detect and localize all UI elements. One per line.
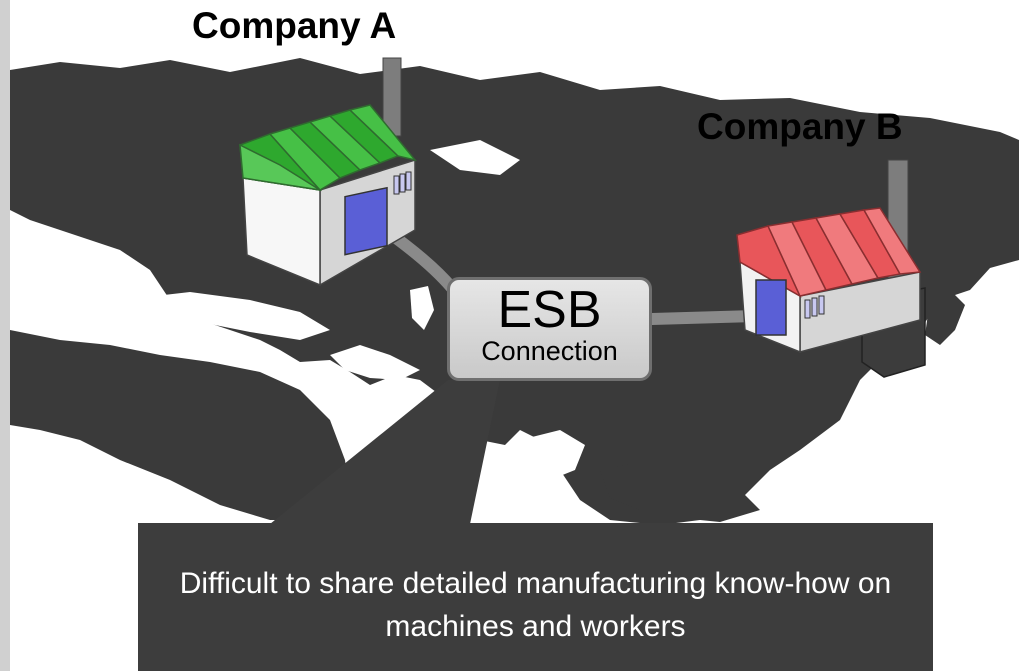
company-b-label: Company B [697, 106, 903, 147]
factory-b-roof [736, 207, 922, 298]
factory-company-a [239, 57, 417, 287]
factory-a-roof [239, 104, 417, 192]
bay-of-bengal [520, 430, 585, 480]
esb-title: ESB [497, 281, 602, 339]
esb-subtitle: Connection [481, 336, 618, 366]
esb-connection-box: ESB Connection [447, 277, 652, 381]
factory-a-door [344, 186, 388, 256]
left-border [0, 0, 10, 671]
caspian-sea [410, 286, 434, 330]
callout-box: Difficult to share detailed manufacturin… [138, 523, 933, 671]
indonesia-landmass [600, 460, 760, 522]
line-esb-to-company-b [646, 310, 761, 325]
factory-a-windows [393, 171, 412, 195]
callout-pointer [270, 380, 500, 524]
arctic-inlet [430, 140, 520, 175]
factory-company-b [736, 159, 926, 378]
seas [120, 140, 585, 480]
callout-text: Difficult to share detailed manufacturin… [179, 567, 892, 643]
mediterranean-sea [120, 292, 330, 340]
factory-b-door [755, 279, 787, 336]
africa-landmass [10, 330, 350, 520]
company-a-label: Company A [192, 5, 397, 46]
red-sea-gulf [330, 345, 420, 380]
japan-landmass [925, 290, 965, 345]
factory-b-windows [804, 295, 825, 319]
